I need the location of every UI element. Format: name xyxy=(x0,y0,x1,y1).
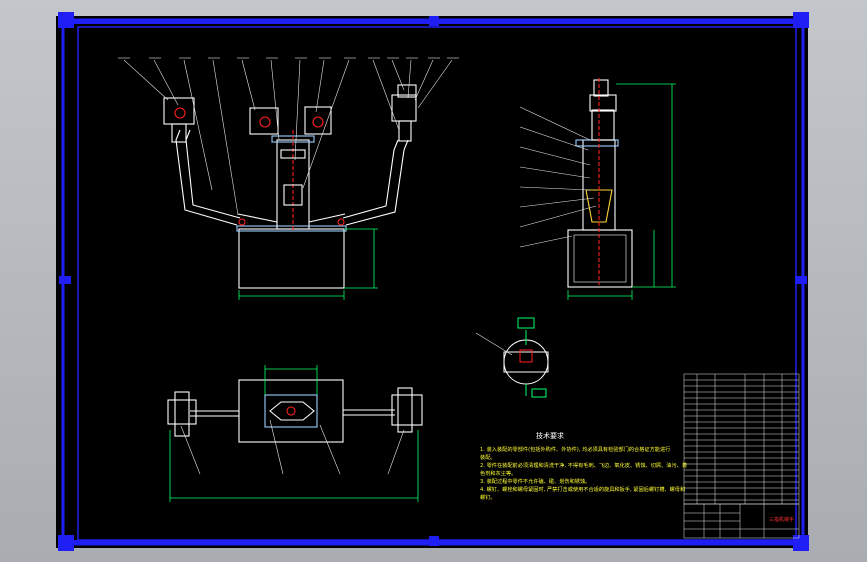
note-line: 色剂和灰尘等。 xyxy=(480,469,516,477)
technical-notes: 1. 装入装配的零部件(包括外购件、外协件), 均必须具有检验部门的合格证方能进… xyxy=(480,445,687,501)
parts-list-table[interactable] xyxy=(683,373,800,505)
detail-view xyxy=(475,317,549,398)
note-line: 3. 装配过程中零件不允许磕、碰、划伤和锈蚀。 xyxy=(480,477,590,485)
note-line: 2. 零件在装配前必须清理和清洗干净, 不得有毛刺、飞边、氧化皮、锈蚀、切屑、油… xyxy=(480,461,687,469)
note-line: 装配。 xyxy=(480,453,496,461)
drawing-canvas xyxy=(56,16,808,548)
drawing-name: 三指机械手 xyxy=(769,516,794,523)
note-line: 1. 装入装配的零部件(包括外购件、外协件), 均必须具有检验部门的合格证方能进… xyxy=(480,445,670,453)
note-line: 4. 螺钉、螺栓和螺母紧固时, 严禁打击或使用不合适的旋具和扳手, 紧固后螺钉槽… xyxy=(480,485,685,493)
front-view xyxy=(118,57,459,300)
notes-title: 技术要求 xyxy=(536,431,564,440)
note-line: 螺钉。 xyxy=(480,493,496,501)
top-view xyxy=(167,365,423,502)
title-block[interactable] xyxy=(683,503,800,539)
grip-markers[interactable] xyxy=(58,12,809,551)
side-view xyxy=(519,78,676,300)
